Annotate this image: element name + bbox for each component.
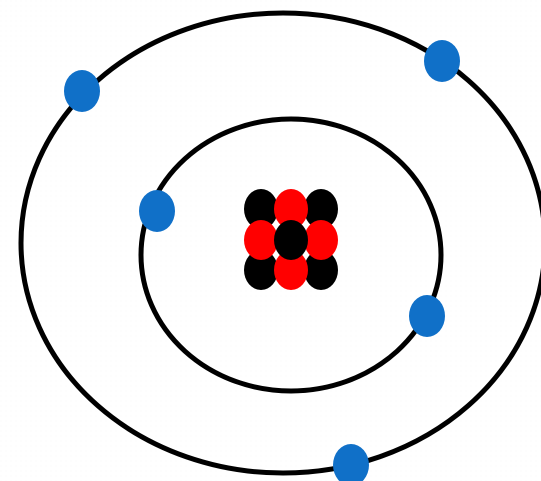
proton-particle: [304, 220, 338, 260]
electron-outer-3: [333, 444, 369, 481]
nucleus: [244, 189, 338, 290]
electron-inner-2: [409, 295, 445, 337]
electron-outer-1: [64, 70, 100, 112]
neutron-particle: [274, 220, 308, 260]
electron-outer-2: [424, 40, 460, 82]
electron-inner-1: [139, 190, 175, 232]
proton-particle: [244, 220, 278, 260]
